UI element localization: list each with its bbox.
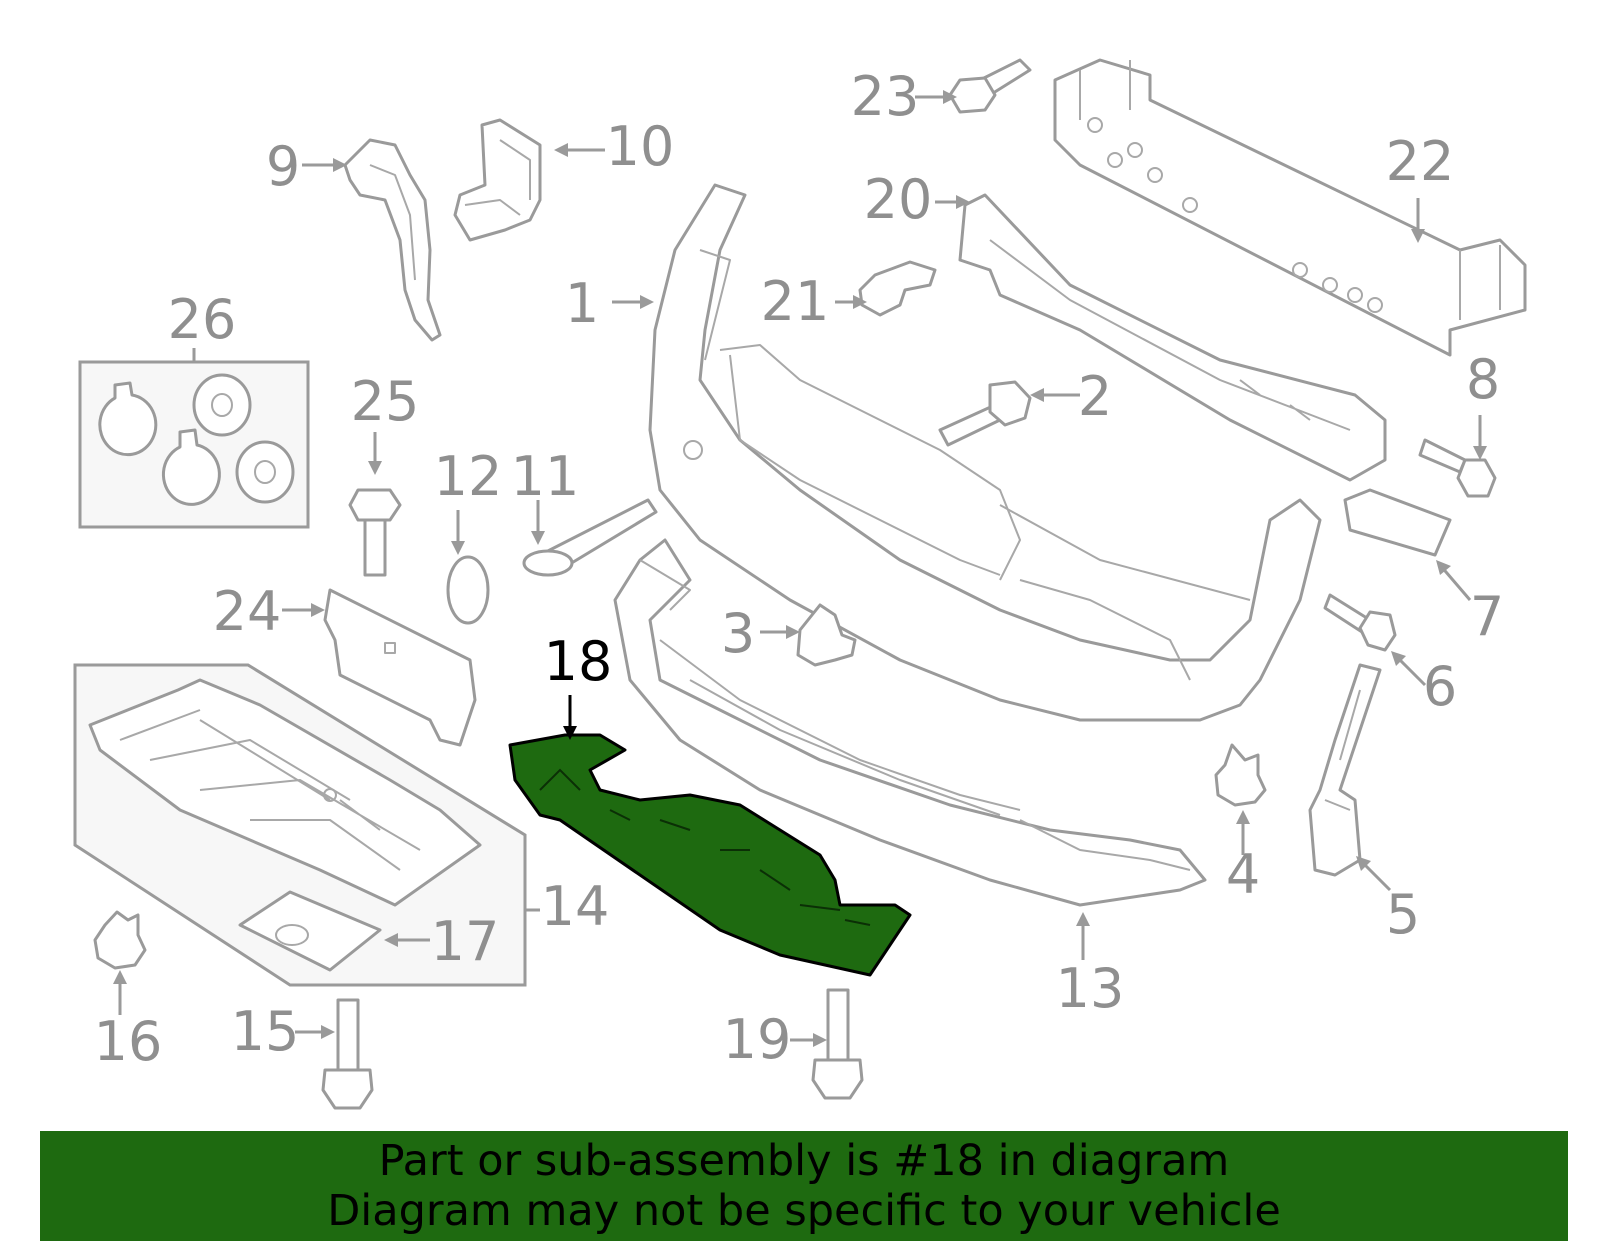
part-2-bolt [938, 380, 1032, 447]
callout-20: 20 [864, 168, 933, 231]
part-11-rod [522, 498, 658, 577]
callout-12: 12 [434, 445, 503, 508]
callout-21: 21 [761, 270, 830, 333]
part-20-absorber [958, 193, 1387, 482]
callout-26: 26 [168, 288, 237, 351]
part-24-plate [323, 588, 477, 747]
callout-2: 2 [1078, 365, 1112, 428]
part-14-undercover-kit [73, 663, 527, 987]
part-8-bolt [1418, 438, 1497, 498]
part-16-clip [93, 910, 147, 970]
part-19-bolt [811, 988, 864, 1100]
info-banner: Part or sub-assembly is #18 in diagram D… [40, 1131, 1568, 1241]
part-1-bumper-cover [648, 183, 1322, 722]
callout-10: 10 [606, 115, 675, 178]
callout-15: 15 [231, 1000, 300, 1063]
callout-13: 13 [1056, 957, 1125, 1020]
part-21-clip [858, 260, 937, 317]
callout-labels: 1 2 3 4 5 6 7 8 9 10 11 12 13 14 15 16 1… [94, 65, 1505, 1073]
part-26-kit [78, 360, 310, 529]
part-25-bolt [348, 488, 402, 577]
callout-7: 7 [1470, 585, 1504, 648]
callout-18: 18 [544, 630, 613, 693]
part-12-cap [446, 555, 490, 625]
part-5-side-guide [1308, 663, 1382, 877]
part-3-clip [796, 603, 857, 667]
part-6-bolt [1323, 593, 1397, 652]
callout-3: 3 [721, 602, 755, 665]
callout-19: 19 [723, 1008, 792, 1071]
leader-lines [113, 90, 1487, 1047]
callout-4: 4 [1226, 843, 1260, 906]
callout-8: 8 [1466, 348, 1500, 411]
callout-17: 17 [431, 910, 500, 973]
part-22-impact-bar [1053, 58, 1527, 357]
callout-6: 6 [1423, 655, 1457, 718]
part-10-bracket [453, 118, 542, 242]
part-13-lower-bumper [613, 538, 1207, 907]
callout-11: 11 [511, 445, 580, 508]
callout-1: 1 [565, 272, 599, 335]
part-4-clip [1214, 743, 1267, 807]
callout-9: 9 [266, 135, 300, 198]
callout-5: 5 [1386, 883, 1420, 946]
banner-line-1: Part or sub-assembly is #18 in diagram [378, 1136, 1230, 1186]
callout-23: 23 [851, 65, 920, 128]
part-9-side-bracket [343, 138, 442, 342]
callout-14: 14 [541, 875, 610, 938]
callout-22: 22 [1386, 130, 1455, 193]
callout-25: 25 [351, 370, 420, 433]
part-23-bolt [948, 58, 1032, 114]
callout-16: 16 [94, 1010, 163, 1073]
part-18-highlighted [508, 733, 912, 977]
callout-24: 24 [213, 580, 282, 643]
banner-line-2: Diagram may not be specific to your vehi… [327, 1186, 1281, 1236]
part-15-bolt [321, 998, 374, 1110]
part-7-bracket [1343, 488, 1452, 557]
